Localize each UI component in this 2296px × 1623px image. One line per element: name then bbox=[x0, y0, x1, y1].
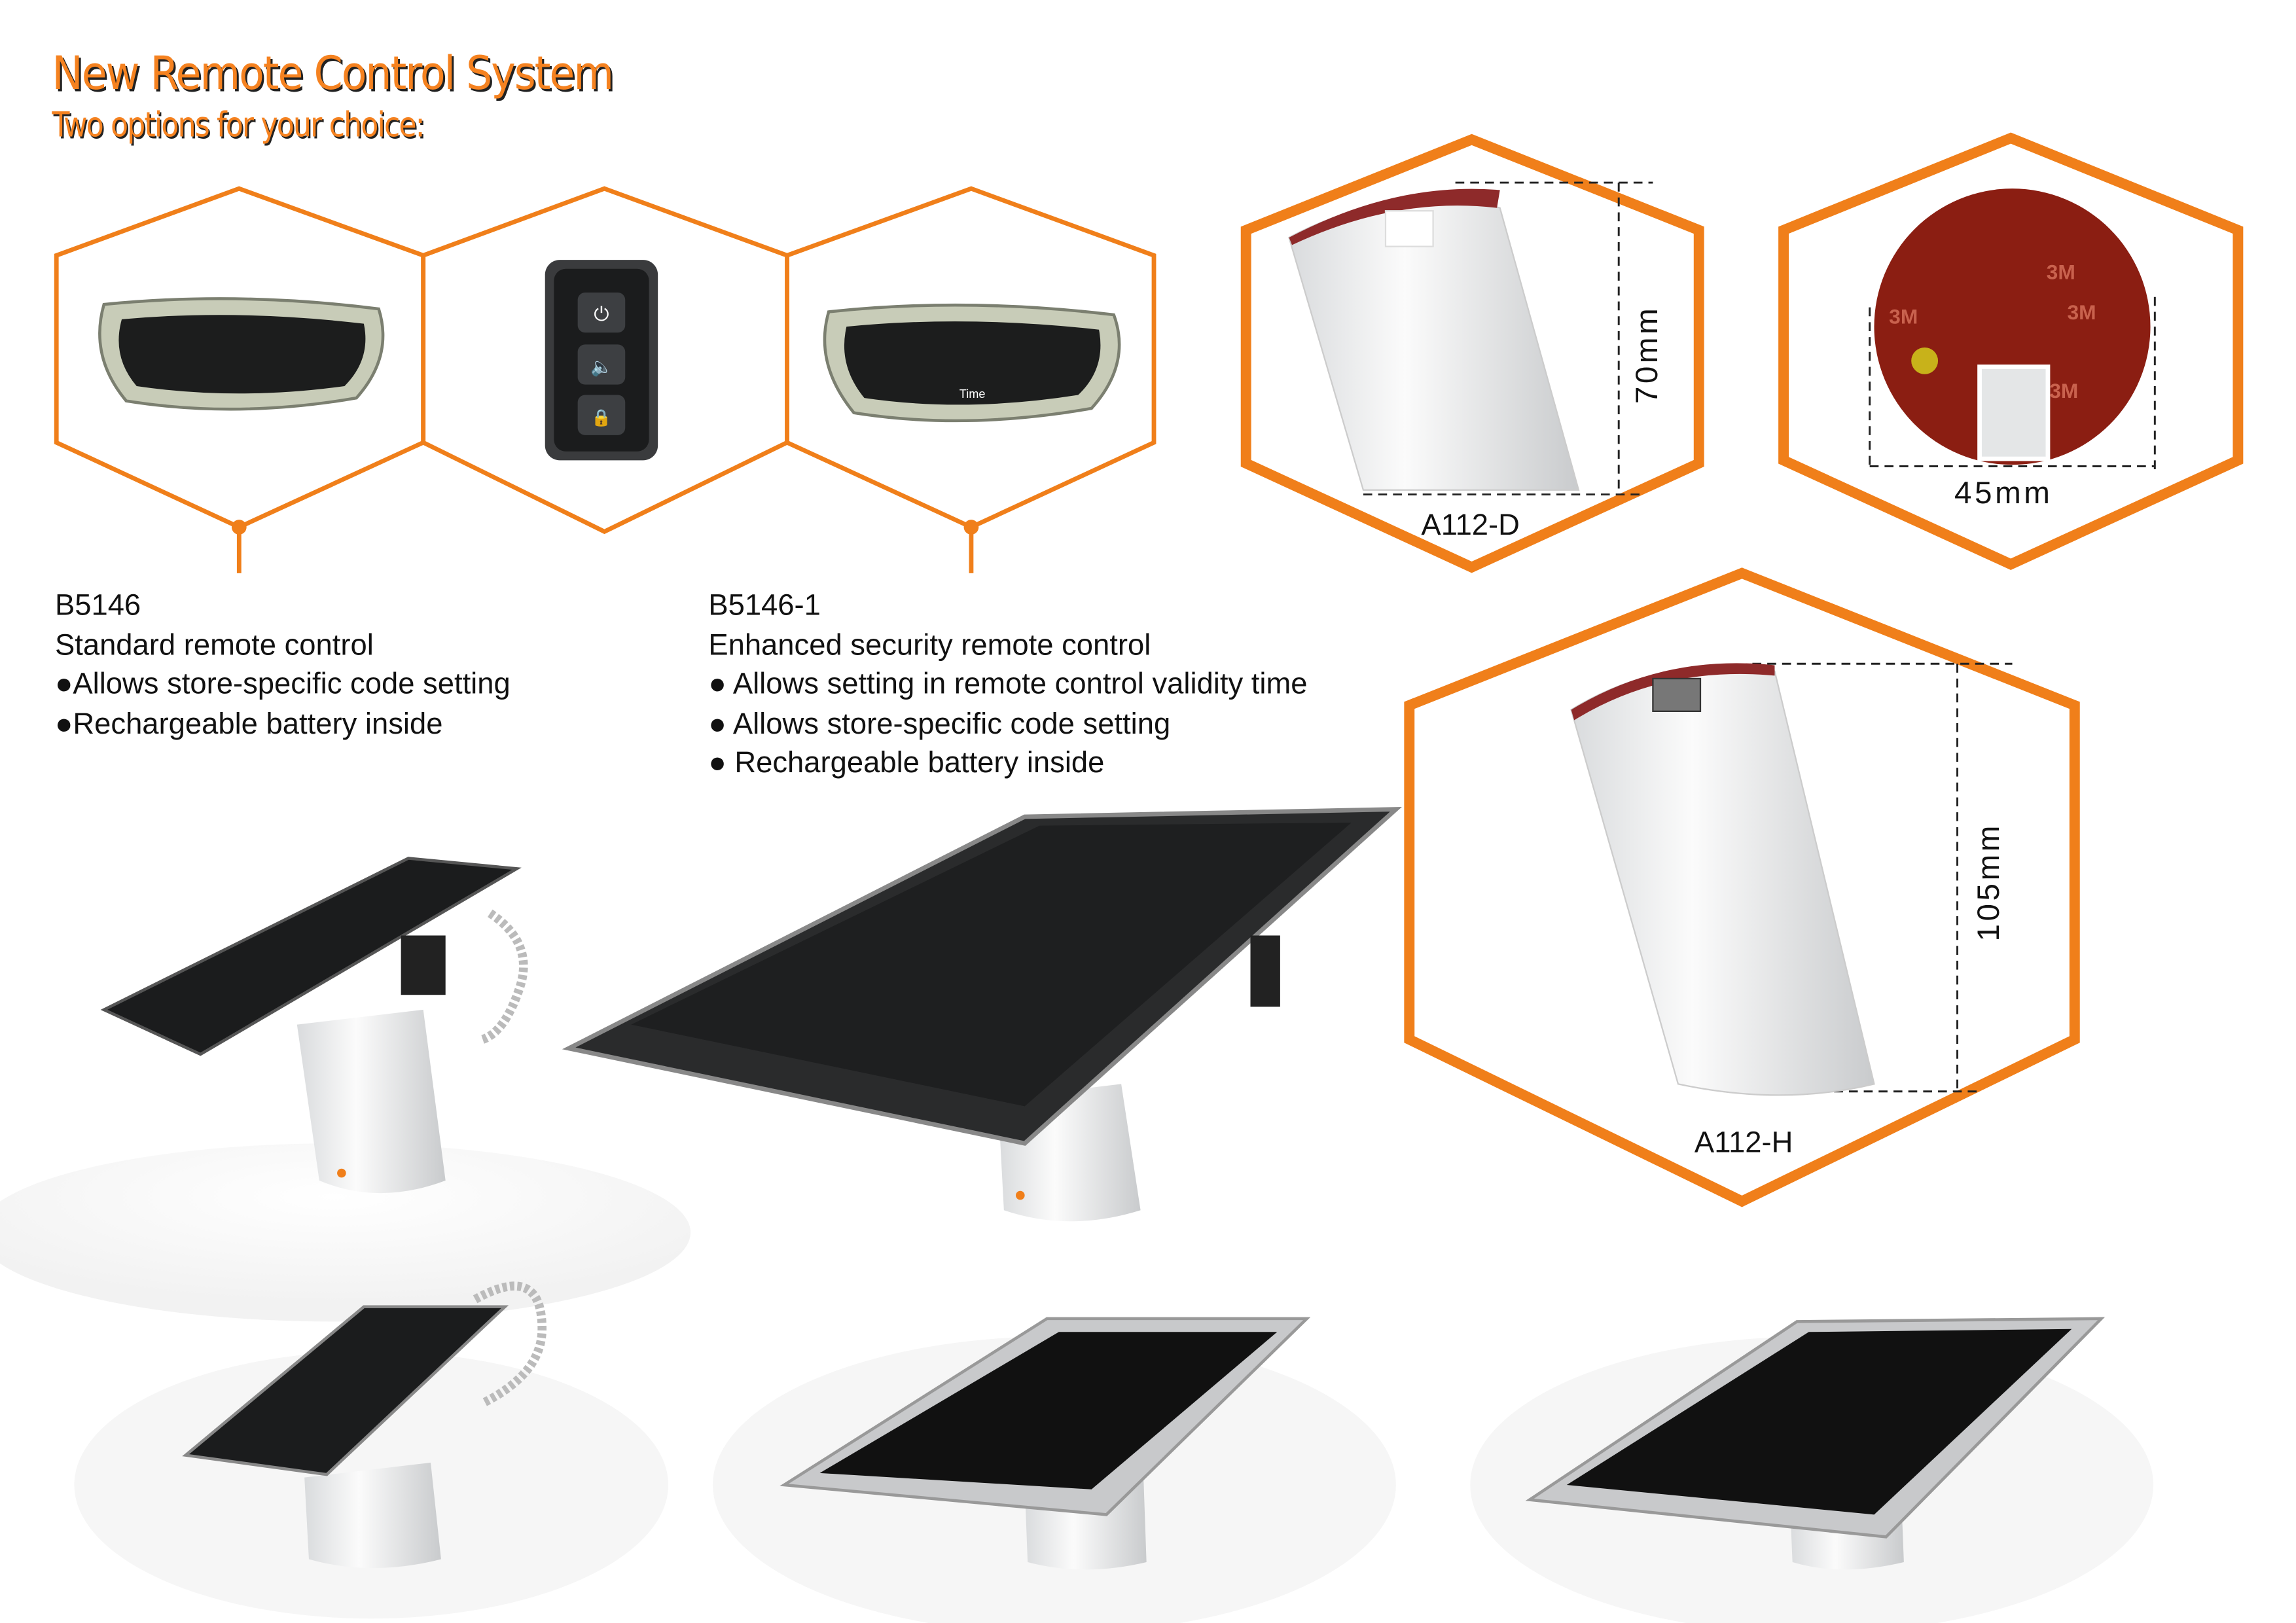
lock-icon: 🔒 bbox=[591, 409, 611, 427]
speaker-icon: 🔈 bbox=[590, 357, 613, 378]
model-number: B5146 bbox=[54, 589, 141, 622]
a112h-label: A112-H bbox=[1694, 1127, 1793, 1160]
phone-stand-image bbox=[100, 857, 528, 1194]
a112d-label: A112-D bbox=[1421, 509, 1520, 543]
hexagon-frame-base bbox=[1778, 132, 2244, 570]
a112h-height: 105mm bbox=[1972, 822, 2007, 942]
feature-item: ● Allows store-specific code setting bbox=[708, 707, 1171, 741]
model-number: B5146-1 bbox=[708, 589, 821, 622]
svg-text:3M: 3M bbox=[2049, 379, 2078, 402]
hexagon-frame-a112d bbox=[1240, 134, 1704, 573]
tablet-stand-image-3 bbox=[1525, 1317, 2106, 1570]
remote-standard bbox=[98, 297, 385, 411]
tablet-stand-image-2 bbox=[780, 1317, 1311, 1570]
adhesive-base-image: 3M 3M 3M 3M bbox=[1874, 188, 2151, 465]
tablet-stand-image bbox=[562, 807, 1402, 1222]
feature-item: ● Allows setting in remote control valid… bbox=[708, 668, 1308, 701]
svg-text:3M: 3M bbox=[1889, 305, 1918, 329]
product-b5146: B5146 Standard remote control ●Allows st… bbox=[55, 586, 511, 744]
page-title: New Remote Control System bbox=[52, 47, 614, 101]
3m-logo: 3M 3M 3M 3M bbox=[1889, 260, 2096, 403]
feature-item: ●Rechargeable battery inside bbox=[54, 707, 443, 741]
pin-dot bbox=[963, 520, 979, 535]
product-name: Standard remote control bbox=[54, 628, 374, 662]
stand-a112h-image bbox=[1570, 663, 1875, 1096]
pin-dot bbox=[231, 520, 247, 535]
product-b5146-1: B5146-1 Enhanced security remote control… bbox=[708, 586, 1307, 783]
remote-handheld: ⏻ 🔈 🔒 bbox=[545, 260, 658, 461]
remote-screen-label: Time bbox=[959, 387, 986, 401]
phone-stand-image-2 bbox=[182, 1281, 547, 1569]
power-icon: ⏻ bbox=[594, 304, 609, 325]
page-subtitle: Two options for your choice: bbox=[52, 107, 425, 146]
stand-a112d-image bbox=[1288, 188, 1580, 491]
base-width: 45mm bbox=[1954, 476, 2053, 511]
svg-text:3M: 3M bbox=[2067, 300, 2096, 324]
hexagon-frame-a112h bbox=[1404, 567, 2080, 1207]
svg-text:3M: 3M bbox=[2047, 260, 2075, 284]
feature-item: ●Allows store-specific code setting bbox=[54, 668, 511, 701]
a112d-height: 70mm bbox=[1630, 305, 1665, 404]
product-name: Enhanced security remote control bbox=[708, 628, 1151, 662]
feature-item: ● Rechargeable battery inside bbox=[708, 747, 1105, 780]
remote-enhanced bbox=[823, 303, 1121, 423]
